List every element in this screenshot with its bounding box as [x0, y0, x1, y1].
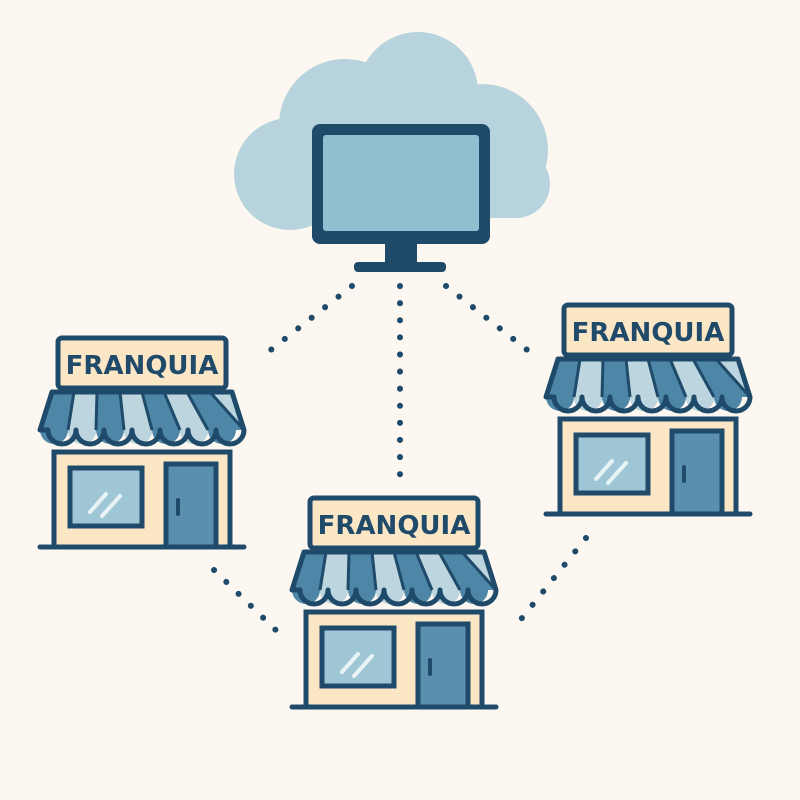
- store-left: FRANQUIA: [40, 338, 244, 547]
- monitor-icon: [312, 124, 490, 272]
- connector-center-to-right-store: [443, 283, 543, 363]
- store-middle: FRANQUIA: [292, 498, 496, 707]
- connector-left-to-middle-store: [211, 567, 287, 641]
- store-right: FRANQUIA: [546, 305, 750, 514]
- connector-center-to-left-store: [255, 283, 355, 363]
- store-sign-label: FRANQUIA: [318, 511, 471, 541]
- cloud-computer-icon: [234, 32, 550, 272]
- store-sign-label: FRANQUIA: [66, 351, 219, 381]
- store-sign-label: FRANQUIA: [572, 318, 725, 348]
- connectors: [211, 283, 589, 641]
- connector-right-to-middle-store: [511, 535, 589, 631]
